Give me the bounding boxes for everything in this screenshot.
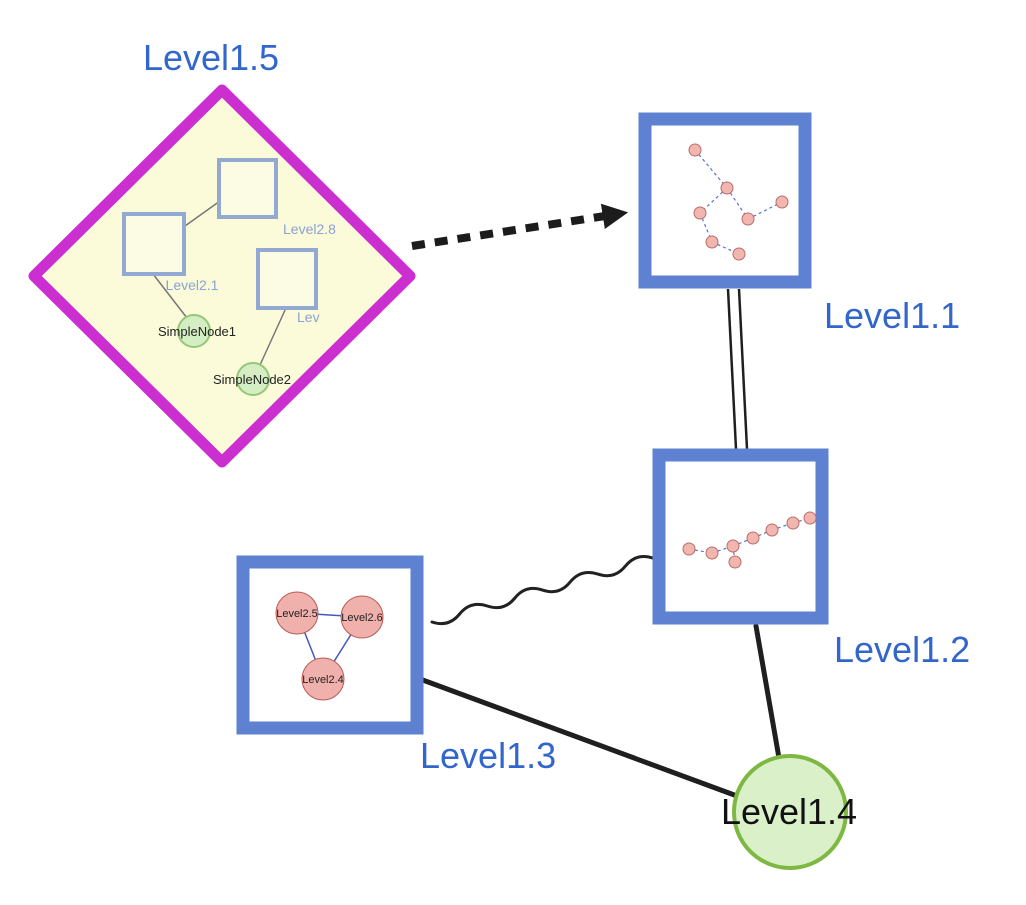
mini-graph-node[interactable] bbox=[765, 523, 779, 537]
edge-level1-2-to-level1-4 bbox=[753, 623, 782, 761]
simplenode1-node[interactable] bbox=[177, 314, 211, 348]
mini-graph-node[interactable] bbox=[726, 539, 740, 553]
level1-3-frame[interactable] bbox=[236, 555, 424, 735]
mini-graph-node[interactable] bbox=[775, 195, 789, 209]
edge-double-level1-1-to-level1-2 bbox=[726, 288, 749, 450]
edge-level2-x-to-simplenode2 bbox=[259, 307, 287, 366]
simplenode2-label: SimpleNode2 bbox=[213, 372, 291, 387]
mini-graph-node-label: Level2.6 bbox=[341, 612, 383, 624]
edge-wavy-level1-3-to-level1-2 bbox=[430, 555, 655, 626]
mini-graph-node[interactable] bbox=[732, 247, 746, 261]
level2-8-label: Level2.8 bbox=[283, 221, 336, 237]
level1-5-diamond-shape[interactable] bbox=[28, 84, 416, 468]
level2-x-node[interactable] bbox=[256, 248, 318, 310]
mini-graph-node-label: Level2.5 bbox=[276, 608, 318, 620]
simplenode1-label: SimpleNode1 bbox=[158, 324, 236, 339]
mini-graph-node-label: Level2.4 bbox=[302, 674, 344, 686]
level1-4-circle[interactable] bbox=[732, 754, 848, 870]
mini-graph-node[interactable] bbox=[301, 657, 345, 701]
level1-4-node[interactable]: Level1.4 bbox=[721, 754, 857, 870]
simplenode2-node[interactable] bbox=[236, 362, 270, 396]
mini-graph-node[interactable] bbox=[688, 143, 702, 157]
mini-graph-node[interactable] bbox=[682, 542, 696, 556]
level2-1-node[interactable] bbox=[122, 212, 186, 276]
level1-5-label: Level1.5 bbox=[143, 37, 279, 78]
level1-5-node[interactable]: Level2.8 Level2.1 Lev SimpleNode1 Simple… bbox=[28, 84, 416, 468]
level1-2-label: Level1.2 bbox=[834, 629, 970, 670]
mini-graph-node[interactable] bbox=[803, 511, 817, 525]
level1-1-minigraph bbox=[688, 143, 789, 261]
mini-graph-node[interactable] bbox=[741, 212, 755, 226]
level1-3-label: Level1.3 bbox=[420, 735, 556, 776]
mini-graph-node[interactable] bbox=[728, 555, 742, 569]
level2-x-label: Lev bbox=[297, 309, 320, 325]
mini-graph-node[interactable] bbox=[275, 591, 319, 635]
level1-2-node[interactable] bbox=[652, 448, 829, 625]
mini-graph-edge bbox=[694, 149, 728, 189]
level2-1-label: Level2.1 bbox=[166, 277, 219, 293]
level1-2-frame[interactable] bbox=[652, 448, 829, 625]
level2-8-node[interactable] bbox=[217, 158, 278, 219]
level1-4-label: Level1.4 bbox=[721, 791, 857, 832]
mini-graph-node[interactable] bbox=[720, 181, 734, 195]
edge-level1-3-to-level1-4 bbox=[417, 676, 740, 799]
mini-graph-node[interactable] bbox=[786, 516, 800, 530]
mini-graph-node[interactable] bbox=[705, 235, 719, 249]
mini-graph-node[interactable] bbox=[746, 531, 760, 545]
edge-dashed-arrow-level1-5-to-level1-1 bbox=[411, 203, 629, 250]
mini-graph-node[interactable] bbox=[705, 546, 719, 560]
edge-level2-1-to-level2-8 bbox=[184, 200, 221, 227]
mini-graph-node[interactable] bbox=[693, 206, 707, 220]
level1-1-label: Level1.1 bbox=[824, 295, 960, 336]
edge-level2-1-to-simplenode1 bbox=[152, 273, 188, 319]
level1-2-minigraph bbox=[682, 511, 817, 569]
level1-1-node[interactable] bbox=[638, 112, 812, 289]
mini-graph-node[interactable] bbox=[340, 595, 384, 639]
